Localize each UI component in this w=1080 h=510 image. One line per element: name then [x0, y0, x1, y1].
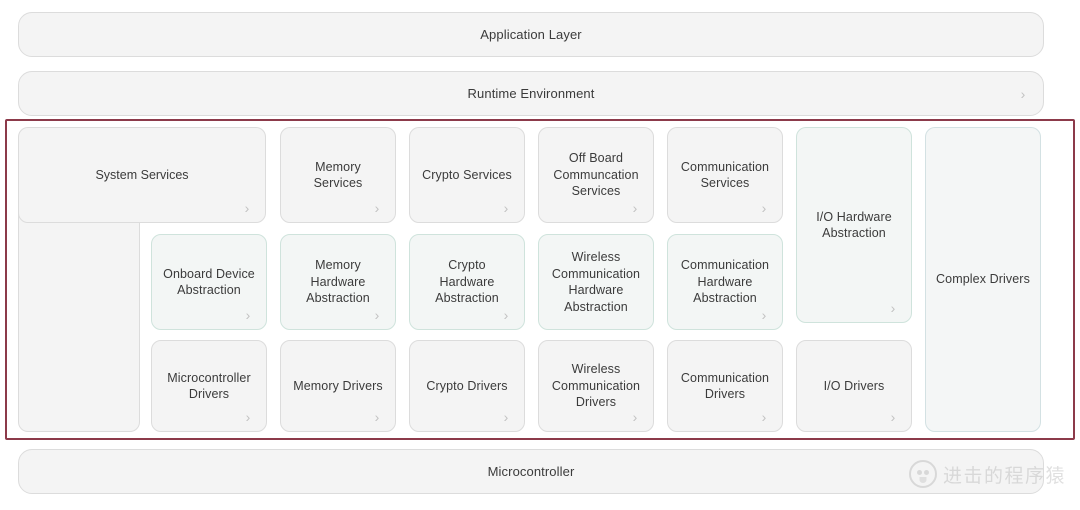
- chevron-right-icon[interactable]: ›: [890, 300, 896, 316]
- chevron-right-icon[interactable]: ›: [503, 200, 509, 216]
- bsw-complex-drivers[interactable]: Complex Drivers: [925, 127, 1041, 432]
- bsw-memory-services-label: Memory Services: [313, 159, 363, 191]
- layer-microcontroller[interactable]: Microcontroller: [18, 449, 1044, 494]
- chevron-right-icon[interactable]: ›: [890, 409, 896, 425]
- bsw-complex-drivers-label: Complex Drivers: [936, 272, 1030, 287]
- system-services-join: [19, 204, 139, 212]
- chevron-right-icon[interactable]: ›: [632, 409, 638, 425]
- bsw-communication-services[interactable]: Communication Services ›: [667, 127, 783, 223]
- bsw-io-hardware-abstraction-label: I/O Hardware Abstraction: [816, 209, 892, 241]
- bsw-communication-drivers-label: Communication Drivers: [680, 370, 770, 402]
- chevron-right-icon[interactable]: ›: [761, 200, 767, 216]
- layer-runtime-environment[interactable]: Runtime Environment ›: [18, 71, 1044, 116]
- chevron-right-icon[interactable]: ›: [761, 409, 767, 425]
- chevron-right-icon[interactable]: ›: [374, 200, 380, 216]
- bsw-system-services-label: System Services: [95, 168, 189, 182]
- chevron-right-icon[interactable]: ›: [374, 307, 380, 323]
- chevron-right-icon[interactable]: ›: [245, 409, 251, 425]
- bsw-wireless-communication-drivers[interactable]: Wireless Communication Drivers ›: [538, 340, 654, 432]
- bsw-io-drivers-label: I/O Drivers: [823, 378, 885, 393]
- bsw-crypto-services[interactable]: Crypto Services ›: [409, 127, 525, 223]
- bsw-crypto-hardware-abstraction-label: Crypto Hardware Abstraction: [435, 258, 499, 306]
- bsw-memory-services[interactable]: Memory Services ›: [280, 127, 396, 223]
- bsw-memory-hardware-abstraction-label: Memory Hardware Abstraction: [306, 258, 370, 306]
- bsw-crypto-services-label: Crypto Services: [422, 167, 512, 182]
- bsw-onboard-device-abstraction-label: Onboard Device Abstraction: [163, 266, 255, 298]
- chevron-right-icon[interactable]: ›: [1020, 85, 1026, 102]
- bsw-crypto-drivers[interactable]: Crypto Drivers ›: [409, 340, 525, 432]
- bsw-communication-hardware-abstraction[interactable]: Communication Hardware Abstraction ›: [667, 234, 783, 330]
- bsw-microcontroller-drivers[interactable]: Microcontroller Drivers ›: [151, 340, 267, 432]
- bsw-off-board-communication-services[interactable]: Off Board Communcation Services ›: [538, 127, 654, 223]
- bsw-layer-container: [5, 119, 1075, 440]
- layer-microcontroller-label: Microcontroller: [487, 463, 575, 479]
- layer-application[interactable]: Application Layer: [18, 12, 1044, 57]
- chevron-right-icon[interactable]: ›: [374, 409, 380, 425]
- bsw-communication-drivers[interactable]: Communication Drivers ›: [667, 340, 783, 432]
- bsw-memory-drivers-label: Memory Drivers: [293, 378, 383, 393]
- bsw-communication-services-label: Communication Services: [680, 159, 770, 191]
- bsw-microcontroller-drivers-label: Microcontroller Drivers: [167, 370, 251, 402]
- bsw-communication-hardware-abstraction-label: Communication Hardware Abstraction: [680, 258, 770, 306]
- bsw-crypto-hardware-abstraction[interactable]: Crypto Hardware Abstraction ›: [409, 234, 525, 330]
- chevron-right-icon[interactable]: ›: [632, 200, 638, 216]
- bsw-wireless-communication-hardware-abstraction-label: Wireless Communication Hardware Abstract…: [551, 250, 641, 314]
- chevron-right-icon[interactable]: ›: [244, 200, 250, 216]
- chevron-right-icon[interactable]: ›: [503, 307, 509, 323]
- bsw-wireless-communication-hardware-abstraction[interactable]: Wireless Communication Hardware Abstract…: [538, 234, 654, 330]
- chevron-right-icon[interactable]: ›: [761, 307, 767, 323]
- system-services-extension: [18, 206, 140, 432]
- chevron-right-icon[interactable]: ›: [503, 409, 509, 425]
- bsw-memory-hardware-abstraction[interactable]: Memory Hardware Abstraction ›: [280, 234, 396, 330]
- bsw-io-drivers[interactable]: I/O Drivers ›: [796, 340, 912, 432]
- bsw-wireless-communication-drivers-label: Wireless Communication Drivers: [551, 362, 641, 410]
- bsw-memory-drivers[interactable]: Memory Drivers ›: [280, 340, 396, 432]
- layer-runtime-environment-label: Runtime Environment: [467, 85, 595, 101]
- layer-application-label: Application Layer: [480, 26, 582, 42]
- bsw-io-hardware-abstraction[interactable]: I/O Hardware Abstraction ›: [796, 127, 912, 323]
- bsw-off-board-communication-services-label: Off Board Communcation Services: [553, 151, 639, 199]
- bsw-onboard-device-abstraction[interactable]: Onboard Device Abstraction ›: [151, 234, 267, 330]
- chevron-right-icon[interactable]: ›: [245, 307, 251, 323]
- bsw-crypto-drivers-label: Crypto Drivers: [426, 378, 508, 393]
